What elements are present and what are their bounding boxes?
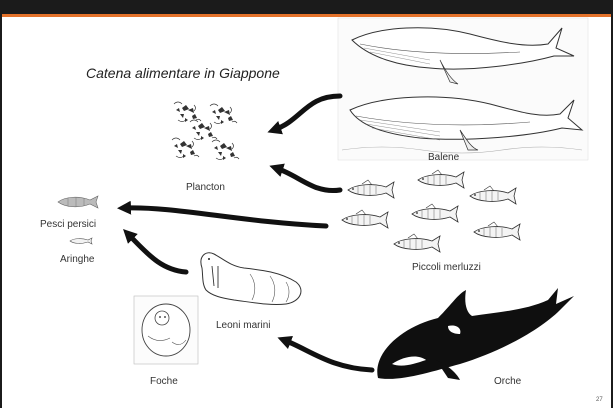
perch-illustration	[58, 196, 98, 208]
label-orche: Orche	[494, 376, 522, 387]
whale-illustration	[338, 18, 588, 160]
seal-illustration	[134, 296, 198, 364]
label-piccoli-merluzzi: Piccoli merluzzi	[412, 262, 481, 273]
label-balene: Balene	[428, 152, 460, 163]
herring-illustration	[70, 238, 92, 244]
orca-illustration	[377, 288, 574, 380]
arrow-balene-to-plancton	[274, 96, 340, 130]
arrow-leoni-marini-to-aringhe	[128, 234, 186, 272]
label-aringhe: Aringhe	[60, 254, 95, 265]
arrow-merluzzi-to-plancton	[276, 168, 340, 191]
label-leoni-marini: Leoni marini	[216, 320, 270, 331]
diagram-title: Catena alimentare in Giappone	[86, 65, 280, 81]
label-pesci-persici: Pesci persici	[40, 219, 96, 230]
walrus-illustration	[201, 253, 301, 305]
label-foche: Foche	[150, 376, 178, 387]
arrow-merluzzi-to-pesci-persici	[124, 208, 326, 226]
label-plancton: Plancton	[186, 182, 225, 193]
plankton-illustration	[172, 102, 239, 160]
arrow-orche-to-leoni-marini	[284, 340, 372, 370]
page-number: 27	[596, 397, 603, 403]
cod-illustration	[342, 170, 520, 252]
